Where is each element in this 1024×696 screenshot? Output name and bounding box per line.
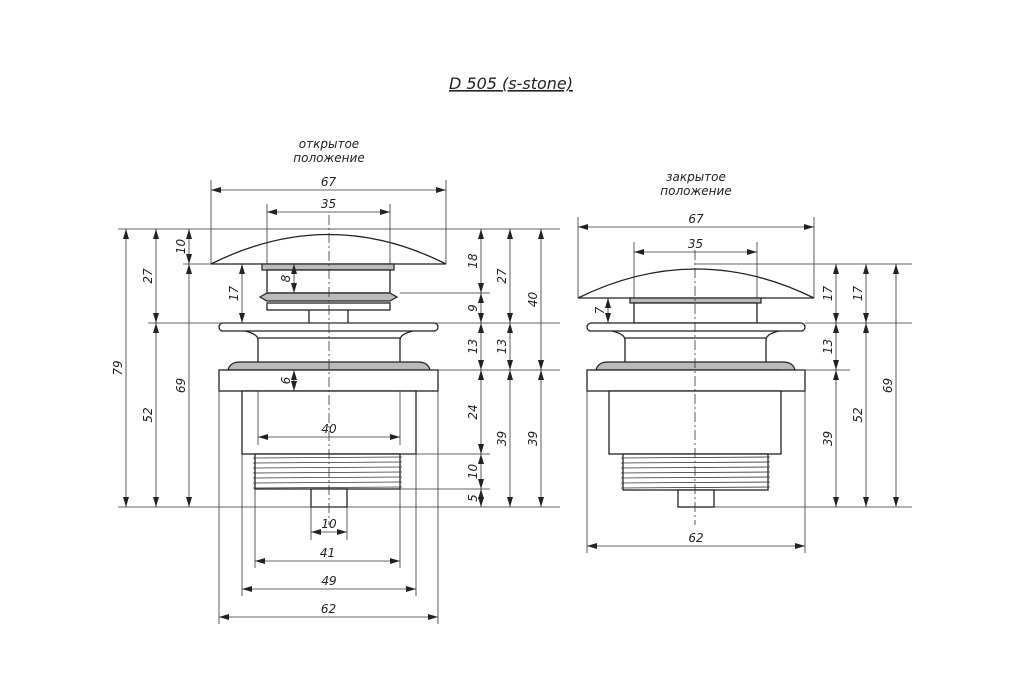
dimension-label: 13 bbox=[821, 339, 835, 354]
open-caption-1: открытое bbox=[299, 137, 359, 151]
dimension-closed-5: 39 bbox=[821, 370, 839, 507]
thread bbox=[252, 453, 403, 490]
dimension-label: 67 bbox=[321, 175, 337, 189]
dimension-open-16: 27 bbox=[495, 229, 513, 323]
dimension-label: 17 bbox=[851, 286, 865, 302]
dimension-label: 35 bbox=[688, 237, 703, 251]
dimension-label: 8 bbox=[279, 274, 293, 282]
dimension-label: 41 bbox=[320, 546, 335, 560]
dimension-open-7: 17 bbox=[227, 264, 245, 323]
extension-lines bbox=[118, 180, 912, 624]
dimension-label: 62 bbox=[321, 602, 336, 616]
dimension-label: 10 bbox=[174, 239, 188, 255]
dimension-open-18: 39 bbox=[495, 370, 513, 507]
dimension-label: 67 bbox=[688, 212, 704, 226]
dimension-label: 69 bbox=[881, 378, 895, 393]
dimension-open-19: 40 bbox=[526, 229, 544, 370]
dimension-label: 69 bbox=[174, 378, 188, 393]
dimension-label: 10 bbox=[321, 517, 337, 531]
dimensions: 6735792752106917861891324105271339403940… bbox=[111, 175, 899, 620]
open-position-view bbox=[210, 215, 447, 525]
thread bbox=[620, 453, 771, 491]
dimension-open-3: 27 bbox=[141, 229, 159, 323]
dimension-label: 79 bbox=[111, 360, 125, 375]
drawing-title: D 505 (s-stone) bbox=[449, 74, 573, 93]
dimension-open-11: 9 bbox=[466, 293, 484, 323]
dimension-closed-0: 67 bbox=[578, 212, 814, 230]
dimension-open-4: 52 bbox=[141, 323, 159, 507]
open-caption-2: положение bbox=[293, 151, 364, 165]
dimension-label: 13 bbox=[495, 339, 509, 354]
dimension-open-12: 13 bbox=[466, 323, 484, 370]
dimension-label: 6 bbox=[279, 376, 293, 384]
dimension-label: 52 bbox=[141, 407, 155, 422]
dimension-open-23: 41 bbox=[255, 546, 400, 564]
dimension-label: 7 bbox=[593, 306, 607, 314]
dimension-open-6: 69 bbox=[174, 264, 192, 507]
dimension-label: 5 bbox=[466, 494, 480, 502]
dimension-closed-4: 13 bbox=[821, 323, 839, 370]
dimension-open-22: 10 bbox=[311, 517, 347, 535]
closed-caption-1: закрытое bbox=[666, 170, 726, 184]
dimension-closed-6: 17 bbox=[851, 264, 869, 323]
dimension-label: 39 bbox=[495, 431, 509, 446]
dimension-open-5: 10 bbox=[174, 229, 192, 264]
dimension-label: 40 bbox=[321, 422, 337, 436]
dimension-label: 9 bbox=[466, 304, 480, 312]
dimension-open-9: 6 bbox=[279, 370, 297, 391]
dimension-open-20: 39 bbox=[526, 370, 544, 507]
dimension-open-2: 79 bbox=[111, 229, 129, 507]
dimension-label: 39 bbox=[821, 431, 835, 446]
dimension-label: 35 bbox=[321, 197, 336, 211]
dimension-label: 18 bbox=[466, 253, 480, 269]
dimension-closed-2: 7 bbox=[593, 298, 611, 323]
closed-caption-2: положение bbox=[660, 184, 731, 198]
dimension-open-1: 35 bbox=[267, 197, 390, 215]
dimension-closed-1: 35 bbox=[634, 237, 757, 255]
dimension-label: 27 bbox=[495, 268, 509, 284]
dimension-label: 10 bbox=[466, 464, 480, 480]
dimension-label: 24 bbox=[466, 404, 480, 419]
dimension-label: 13 bbox=[466, 339, 480, 354]
dimension-label: 62 bbox=[688, 531, 703, 545]
dimension-open-17: 13 bbox=[495, 323, 513, 370]
dimension-label: 17 bbox=[227, 286, 241, 302]
dimension-open-13: 24 bbox=[466, 370, 484, 454]
dimension-closed-7: 52 bbox=[851, 323, 869, 507]
dimension-open-21: 40 bbox=[258, 422, 400, 440]
dimension-closed-8: 69 bbox=[881, 264, 899, 507]
dimension-open-24: 49 bbox=[242, 574, 416, 592]
dimension-label: 52 bbox=[851, 407, 865, 422]
dimension-open-8: 8 bbox=[279, 264, 297, 293]
dimension-open-10: 18 bbox=[466, 229, 484, 293]
dimension-open-15: 5 bbox=[466, 489, 484, 507]
dimension-open-0: 67 bbox=[211, 175, 446, 193]
dimension-open-14: 10 bbox=[466, 454, 484, 489]
dimension-label: 27 bbox=[141, 268, 155, 284]
dimension-closed-9: 62 bbox=[587, 531, 805, 549]
closed-position-view bbox=[577, 250, 815, 525]
dimension-open-25: 62 bbox=[219, 602, 438, 620]
dimension-closed-3: 17 bbox=[821, 264, 839, 323]
dimension-label: 49 bbox=[321, 574, 336, 588]
dimension-label: 17 bbox=[821, 286, 835, 302]
dimension-label: 40 bbox=[526, 292, 540, 308]
dimension-label: 39 bbox=[526, 431, 540, 446]
